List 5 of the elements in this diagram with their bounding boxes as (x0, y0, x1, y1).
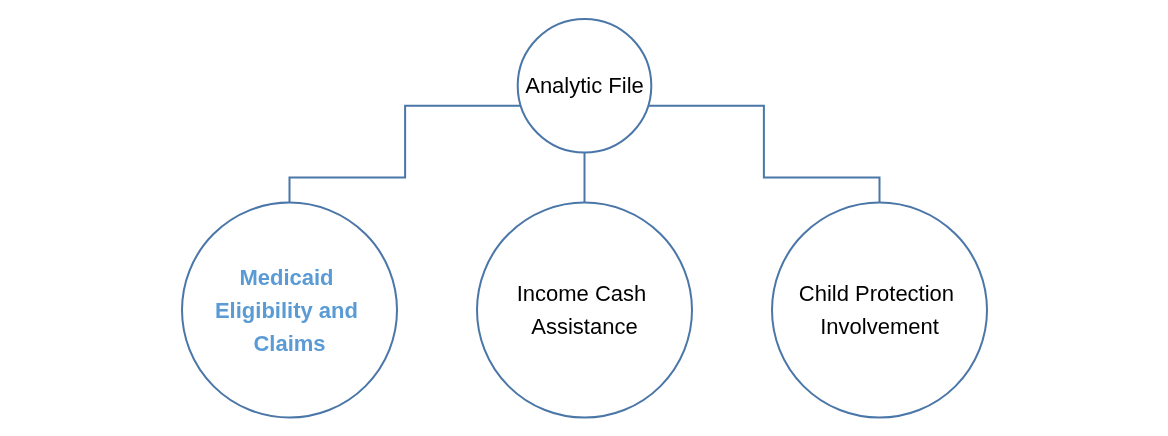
connector (583, 151, 585, 204)
node-circle: Income Cash Assistance (475, 201, 693, 419)
node-circle: Analytic File (516, 17, 652, 154)
node-circle: Child Protection Involvement (770, 201, 988, 419)
node-circle: Medicaid Eligibility and Claims (180, 201, 398, 419)
